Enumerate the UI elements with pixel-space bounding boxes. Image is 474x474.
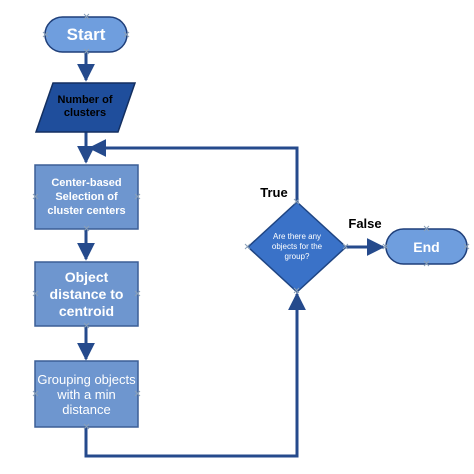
center-selection-label: Center-based Selection of cluster center… bbox=[47, 177, 126, 217]
connector-grouping-to-decision bbox=[84, 292, 306, 458]
connection-points bbox=[32, 13, 470, 430]
input-label: Number of clusters bbox=[57, 94, 113, 119]
end-label: End bbox=[413, 238, 440, 255]
connector-decision-true-loop bbox=[88, 139, 299, 205]
false-label: False bbox=[348, 215, 382, 231]
decision-label: Are there any objects for the group? bbox=[271, 232, 323, 261]
grouping-label: Grouping objects with a min distance bbox=[37, 371, 136, 417]
object-distance-label: Object distance to centroid bbox=[49, 268, 124, 319]
input-parallelogram bbox=[34, 82, 137, 133]
true-label: True bbox=[260, 184, 288, 200]
process-center-selection bbox=[34, 164, 139, 230]
start-label: Start bbox=[66, 24, 106, 44]
decision-diamond bbox=[246, 200, 348, 294]
